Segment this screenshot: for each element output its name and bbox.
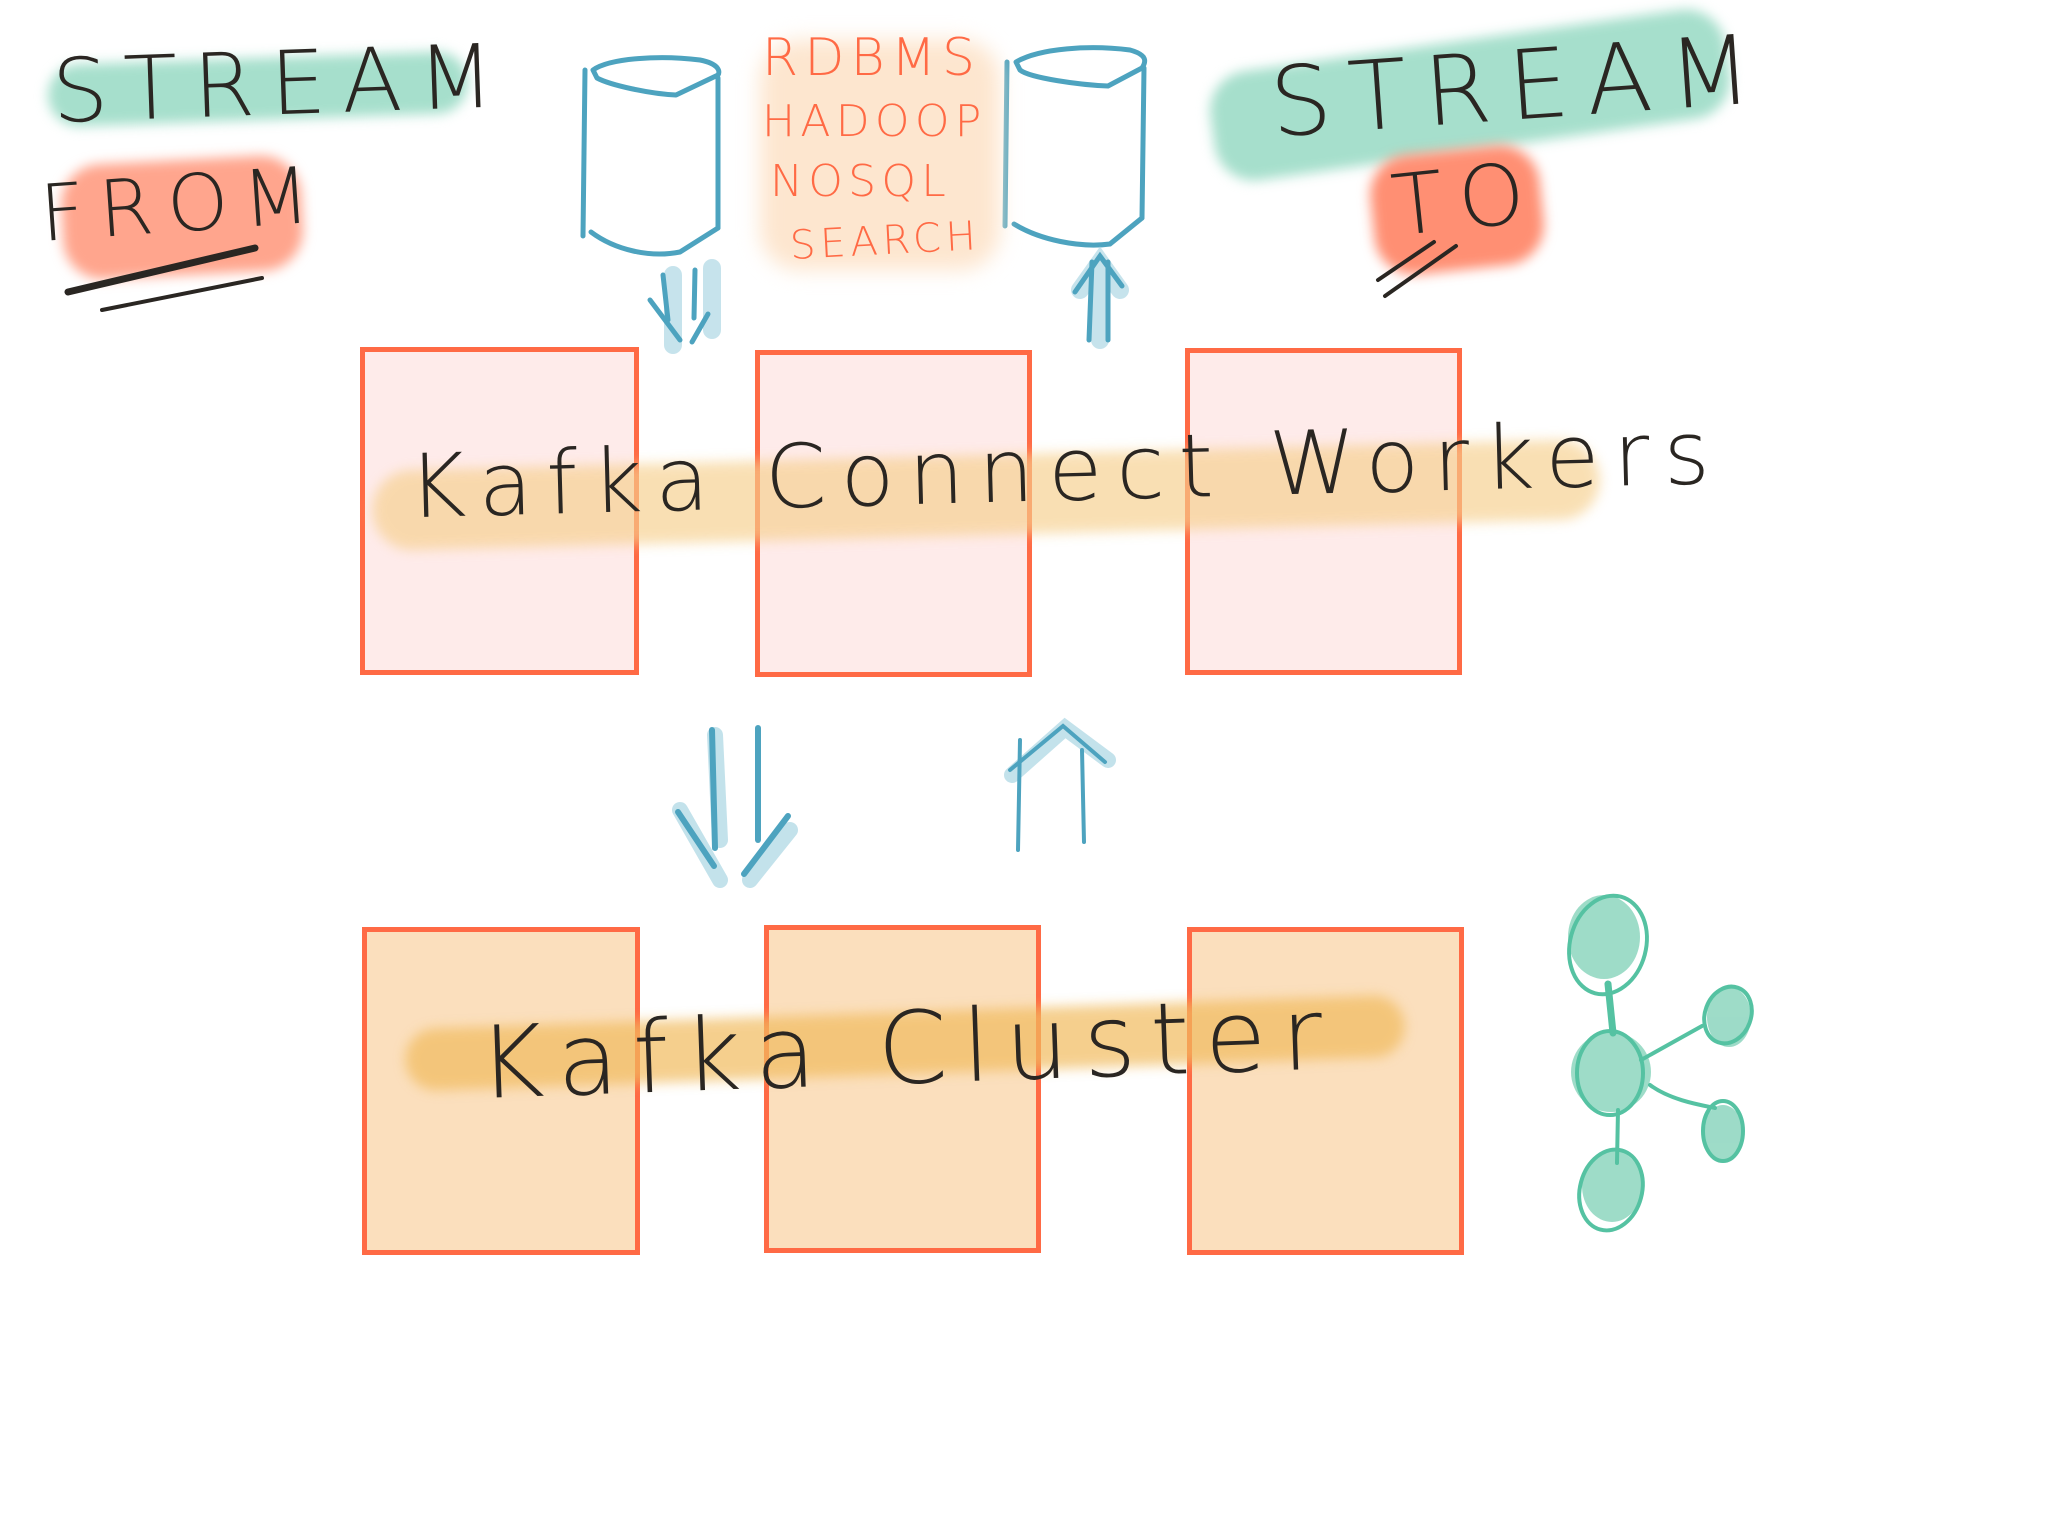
kafka-broker-node[interactable] [362, 927, 640, 1255]
kafka-broker-node[interactable] [1187, 927, 1464, 1255]
data-system-nosql: NOSQL [770, 156, 952, 207]
data-system-rdbms: RDBMS [762, 28, 982, 88]
data-system-hadoop: HADOOP [762, 96, 987, 147]
data-systems-highlight [760, 40, 1000, 270]
kafka-broker-node[interactable] [764, 925, 1041, 1253]
